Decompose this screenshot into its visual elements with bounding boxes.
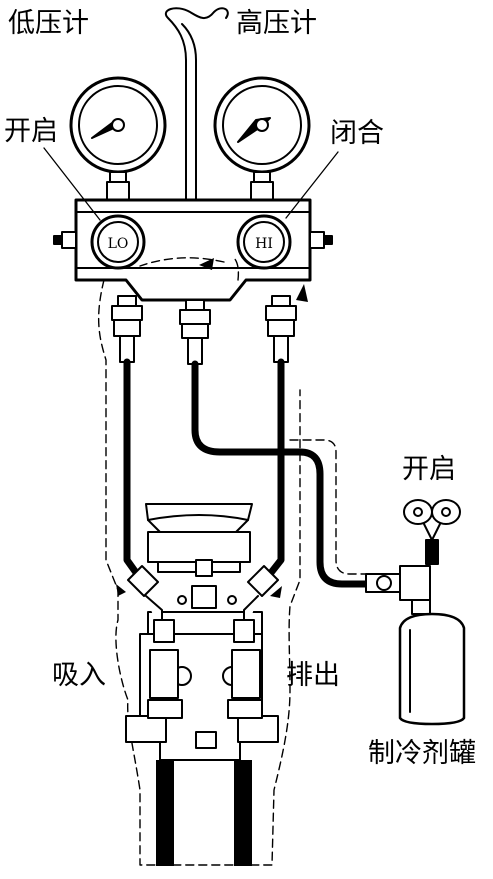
lo-knob-label: LO (108, 236, 129, 252)
lo-valve-knob (90, 214, 146, 270)
suction-label: 吸入 (52, 660, 106, 691)
refrigerant-can (365, 499, 466, 726)
service-valves (127, 565, 279, 719)
low-valve-open-label: 开启 (4, 116, 58, 147)
high-pressure-gauge (213, 76, 311, 201)
leader-lines (43, 147, 339, 221)
compressor (125, 503, 279, 761)
can-tap-handle (403, 499, 461, 541)
hi-knob-label: HI (255, 236, 273, 252)
hanger-hook (165, 7, 229, 201)
hoses (123, 358, 370, 588)
hi-valve-knob (236, 214, 292, 270)
refrigerant-can-label: 制冷剂罐 (368, 738, 476, 769)
flow-path (97, 255, 401, 866)
high-valve-closed-label: 闭合 (330, 118, 384, 149)
flow-arrows (116, 258, 308, 598)
manifold-fittings (111, 295, 297, 365)
can-valve-open-label: 开启 (402, 454, 456, 485)
discharge-label: 排出 (286, 660, 340, 691)
lower-hoses (156, 760, 252, 866)
low-pressure-gauge-label: 低压计 (8, 8, 89, 39)
high-pressure-gauge-label: 高压计 (236, 8, 317, 39)
low-pressure-gauge (69, 76, 167, 201)
